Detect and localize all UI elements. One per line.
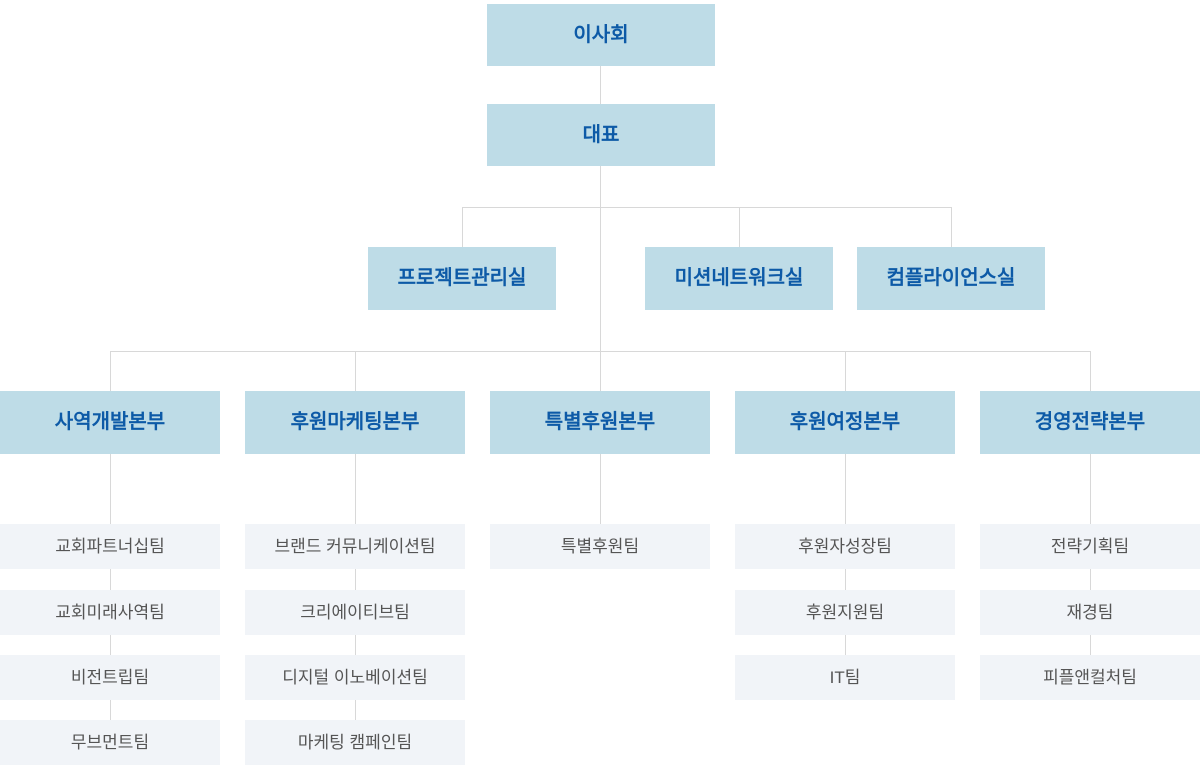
office-node-mission-network: 미션네트워크실 bbox=[645, 247, 833, 310]
team-node-people-and-culture: 피플앤컬처팀 bbox=[980, 655, 1200, 700]
connector-office-drop-2 bbox=[739, 207, 740, 247]
connector-division-team-5 bbox=[1090, 454, 1091, 524]
node-ceo: 대표 bbox=[487, 104, 715, 166]
team-node-vision-trip: 비전트립팀 bbox=[0, 655, 220, 700]
team-node-sponsor-growth: 후원자성장팀 bbox=[735, 524, 955, 569]
connector-division-team-3 bbox=[600, 454, 601, 524]
connector-team-d5-r1 bbox=[1090, 569, 1091, 590]
office-node-compliance: 컴플라이언스실 bbox=[857, 247, 1045, 310]
connector-team-d1-r1 bbox=[110, 569, 111, 590]
connector-division-drop-3 bbox=[600, 351, 601, 391]
connector-board-ceo bbox=[600, 66, 601, 104]
connector-division-drop-5 bbox=[1090, 351, 1091, 391]
connector-division-drop-1 bbox=[110, 351, 111, 391]
division-node-ministry-development: 사역개발본부 bbox=[0, 391, 220, 454]
team-node-special-sponsorship: 특별후원팀 bbox=[490, 524, 710, 569]
connector-division-team-4 bbox=[845, 454, 846, 524]
connector-division-team-2 bbox=[355, 454, 356, 524]
team-node-digital-innovation: 디지털 이노베이션팀 bbox=[245, 655, 465, 700]
team-node-it: IT팀 bbox=[735, 655, 955, 700]
connector-team-d2-r1 bbox=[355, 569, 356, 590]
connector-team-d4-r2 bbox=[845, 635, 846, 655]
connector-division-drop-4 bbox=[845, 351, 846, 391]
team-node-finance: 재경팀 bbox=[980, 590, 1200, 635]
team-node-marketing-campaign: 마케팅 캠페인팀 bbox=[245, 720, 465, 765]
connector-team-d4-r1 bbox=[845, 569, 846, 590]
connector-division-drop-2 bbox=[355, 351, 356, 391]
connector-division-team-1 bbox=[110, 454, 111, 524]
team-node-movement: 무브먼트팀 bbox=[0, 720, 220, 765]
team-node-creative: 크리에이티브팀 bbox=[245, 590, 465, 635]
connector-team-d1-r2 bbox=[110, 635, 111, 655]
team-node-brand-communication: 브랜드 커뮤니케이션팀 bbox=[245, 524, 465, 569]
connector-office-drop-3 bbox=[951, 207, 952, 247]
node-board: 이사회 bbox=[487, 4, 715, 66]
team-node-church-partnership: 교회파트너십팀 bbox=[0, 524, 220, 569]
office-node-project-management: 프로젝트관리실 bbox=[368, 247, 556, 310]
team-node-strategic-planning: 전략기획팀 bbox=[980, 524, 1200, 569]
connector-team-d5-r2 bbox=[1090, 635, 1091, 655]
connector-office-drop-1 bbox=[462, 207, 463, 247]
connector-offices-bus bbox=[462, 207, 951, 208]
connector-team-d2-r2 bbox=[355, 635, 356, 655]
team-node-church-future-ministry: 교회미래사역팀 bbox=[0, 590, 220, 635]
connector-team-d1-r3 bbox=[110, 700, 111, 720]
division-node-management-strategy: 경영전략본부 bbox=[980, 391, 1200, 454]
division-node-special-sponsorship: 특별후원본부 bbox=[490, 391, 710, 454]
connector-team-d2-r3 bbox=[355, 700, 356, 720]
division-node-sponsor-marketing: 후원마케팅본부 bbox=[245, 391, 465, 454]
division-node-sponsor-journey: 후원여정본부 bbox=[735, 391, 955, 454]
connector-ceo-trunk bbox=[600, 166, 601, 351]
team-node-sponsor-support: 후원지원팀 bbox=[735, 590, 955, 635]
